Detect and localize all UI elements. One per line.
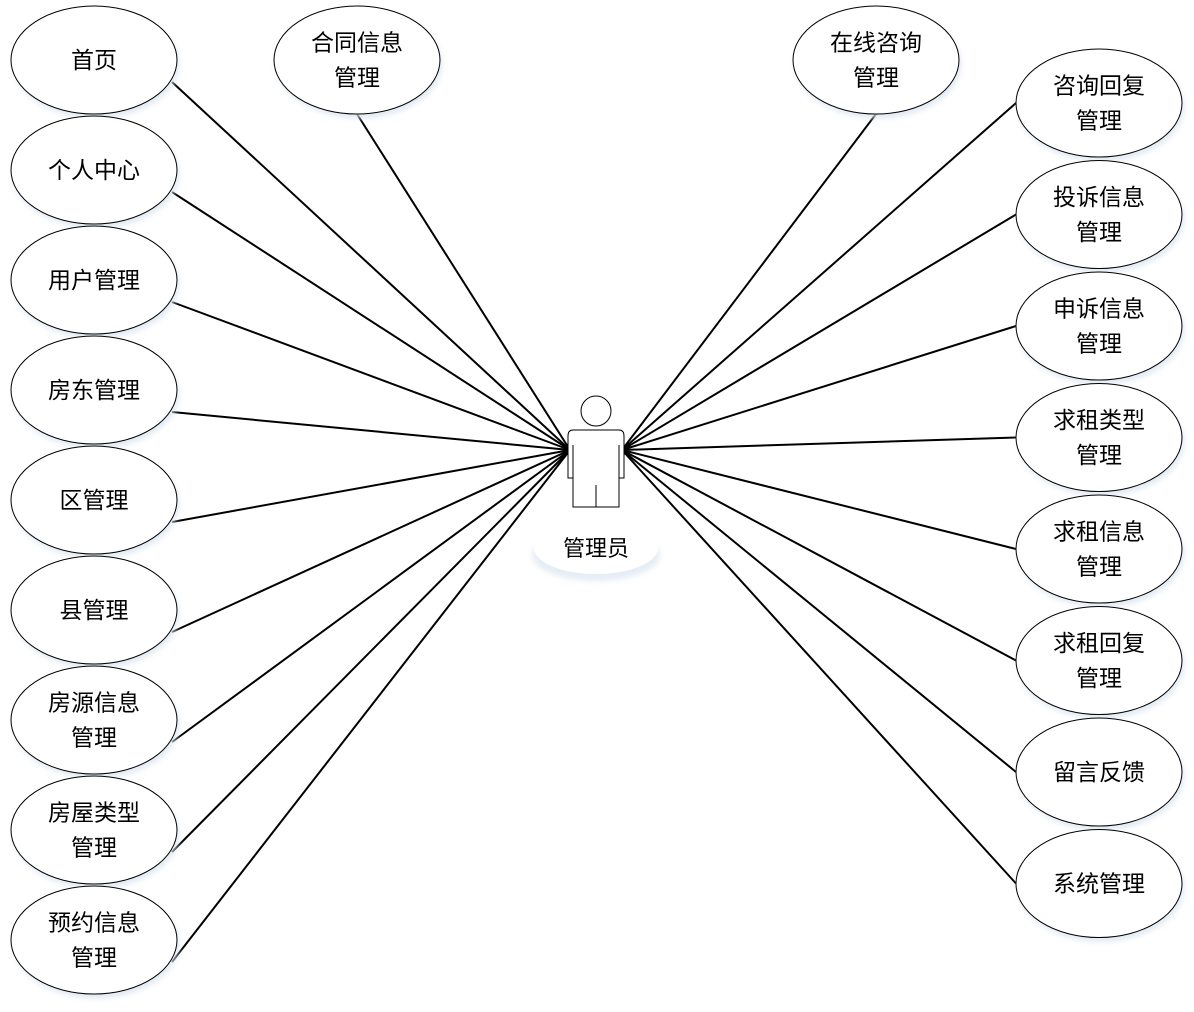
use-cases: 首页个人中心用户管理房东管理区管理县管理房源信息管理房屋类型管理预约信息管理合同…: [10, 5, 1184, 998]
use-case-label: 在线咨询: [830, 31, 922, 57]
actor-admin[interactable]: 管理员: [532, 395, 660, 581]
use-case-left-3[interactable]: 房东管理: [10, 335, 179, 448]
use-case-label: 管理: [1076, 332, 1122, 358]
use-case-label: 管理: [1076, 443, 1122, 469]
association-line: [171, 449, 571, 633]
use-case-label: 管理: [1076, 109, 1122, 135]
use-case-label: 管理: [71, 946, 117, 972]
use-case-label: 预约信息: [48, 911, 140, 937]
use-case-label: 房源信息: [48, 691, 140, 717]
association-line: [171, 411, 571, 451]
actor-label: 管理员: [563, 537, 629, 562]
association-line: [621, 449, 1017, 662]
association-line: [621, 102, 1017, 451]
use-case-label: 房东管理: [48, 378, 140, 404]
use-case-label: 系统管理: [1053, 872, 1145, 898]
use-case-label: 投诉信息: [1053, 185, 1145, 211]
association-line: [621, 213, 1017, 451]
association-line: [621, 113, 877, 451]
association-line: [171, 449, 571, 523]
use-case-label: 县管理: [60, 598, 129, 624]
use-case-ellipse: [1015, 160, 1183, 269]
use-case-ellipse: [1015, 494, 1183, 604]
association-line: [621, 436, 1017, 451]
use-case-ellipse: [273, 5, 441, 115]
use-case-label: 用户管理: [48, 268, 140, 294]
association-lines: [171, 81, 1017, 963]
use-case-right-7[interactable]: 系统管理: [1015, 829, 1184, 942]
use-case-ellipse: [1015, 383, 1183, 492]
use-case-label: 管理: [71, 836, 117, 862]
association-line: [171, 301, 571, 451]
use-case-label: 个人中心: [48, 158, 140, 184]
use-case-ellipse: [10, 775, 178, 885]
use-case-ellipse: [10, 335, 178, 445]
use-case-label: 区管理: [60, 488, 129, 514]
association-line: [171, 449, 571, 743]
person-icon: [567, 395, 625, 508]
association-line: [621, 449, 1017, 773]
use-case-left-5[interactable]: 县管理: [10, 555, 179, 668]
use-case-ellipse: [10, 445, 178, 555]
use-case-ellipse: [1015, 829, 1183, 938]
use-case-ellipse: [1015, 48, 1183, 158]
use-case-label: 留言反馈: [1053, 760, 1145, 786]
association-line: [171, 81, 571, 451]
use-case-ellipse: [1015, 606, 1183, 715]
use-case-ellipse: [10, 555, 178, 665]
association-line: [171, 191, 571, 451]
association-line: [621, 325, 1017, 451]
use-case-ellipse: [10, 225, 178, 335]
use-case-label: 管理: [1076, 220, 1122, 246]
use-case-label: 管理: [1076, 555, 1122, 581]
association-line: [356, 113, 571, 451]
association-line: [171, 449, 571, 853]
use-case-ellipse: [10, 115, 178, 225]
use-case-label: 管理: [334, 66, 380, 92]
use-case-ellipse: [10, 665, 178, 775]
use-case-label: 求租类型: [1053, 408, 1145, 434]
use-case-label: 管理: [1076, 666, 1122, 692]
association-line: [171, 449, 571, 963]
use-case-label: 咨询回复: [1053, 74, 1145, 100]
use-case-left-1[interactable]: 个人中心: [10, 115, 179, 228]
use-case-label: 管理: [853, 66, 899, 92]
use-case-right-6[interactable]: 留言反馈: [1015, 717, 1184, 830]
use-case-ellipse: [10, 885, 178, 995]
association-line: [621, 449, 1017, 550]
use-case-ellipse: [1015, 717, 1183, 827]
use-case-ellipse: [792, 5, 960, 115]
use-case-label: 合同信息: [311, 31, 403, 57]
use-case-label: 管理: [71, 726, 117, 752]
actor-label-bg: [534, 522, 658, 574]
use-case-ellipse: [10, 5, 178, 115]
use-case-label: 房屋类型: [48, 801, 140, 827]
use-case-left-0[interactable]: 首页: [10, 5, 179, 118]
use-case-ellipse: [1015, 271, 1183, 381]
use-case-label: 求租回复: [1053, 631, 1145, 657]
association-line: [621, 449, 1017, 885]
use-case-label: 申诉信息: [1053, 297, 1145, 323]
use-case-label: 首页: [71, 48, 117, 74]
use-case-label: 求租信息: [1053, 520, 1145, 546]
use-case-left-2[interactable]: 用户管理: [10, 225, 179, 338]
use-case-left-4[interactable]: 区管理: [10, 445, 179, 558]
